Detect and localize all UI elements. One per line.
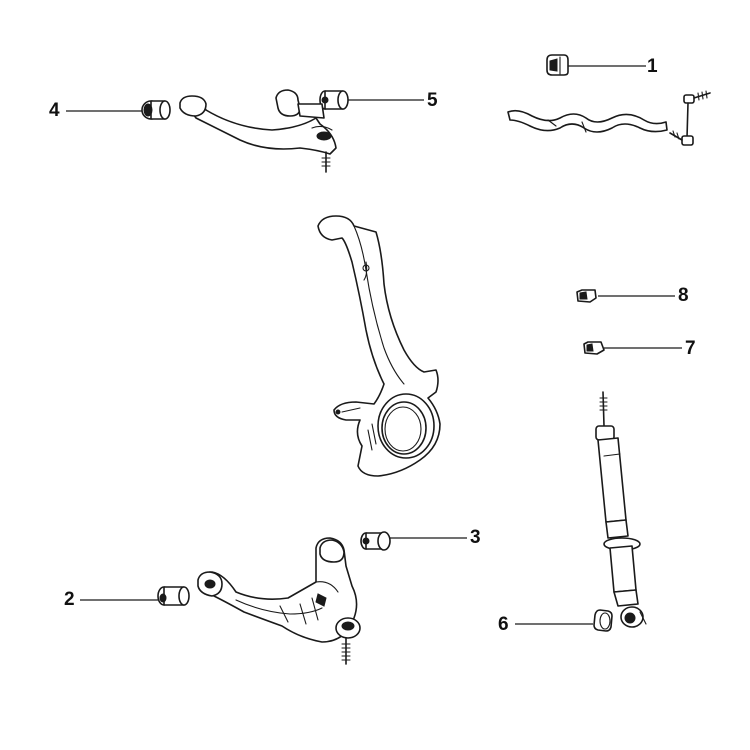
upper-arm-bushing-part-5: [319, 90, 349, 110]
callout-2: 2: [64, 589, 75, 610]
upper-control-arm: [179, 89, 337, 173]
shock-bushing-part-6: [593, 609, 613, 632]
callout-8: 8: [678, 285, 689, 306]
callout-3: 3: [470, 527, 481, 548]
stabilizer-bushing-part-1: [546, 54, 569, 76]
callout-5: 5: [427, 90, 438, 111]
cushion-part-8: [576, 289, 597, 303]
upper-arm-bushing-part-4: [141, 100, 171, 120]
stabilizer-link: [669, 90, 711, 146]
callout-6: 6: [498, 614, 509, 635]
lower-arm-bushing-part-3: [360, 531, 391, 551]
callout-7: 7: [685, 338, 696, 359]
lower-arm-bushing-part-2: [157, 586, 190, 606]
callout-4: 4: [49, 100, 60, 121]
callout-1: 1: [647, 56, 658, 77]
lower-control-arm: [197, 537, 361, 665]
stabilizer-bar: [507, 109, 668, 133]
steering-knuckle: [317, 215, 441, 477]
shock-absorber: [595, 391, 647, 628]
cushion-part-7: [583, 341, 605, 355]
